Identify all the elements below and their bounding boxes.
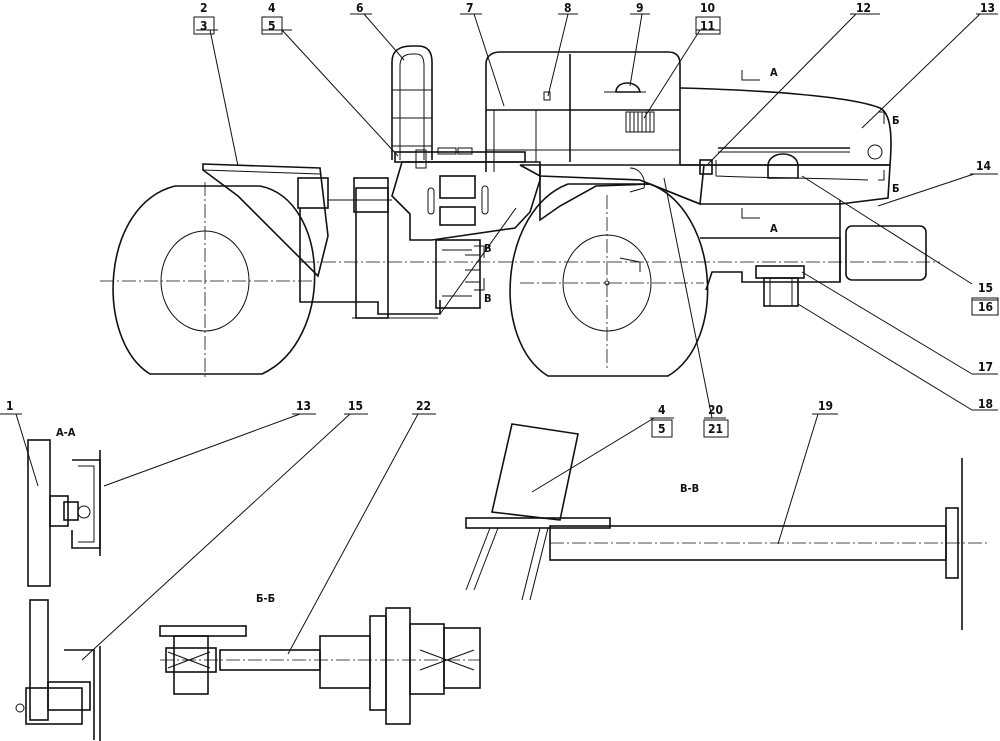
callout-4: 4 (268, 1, 276, 15)
callout-5: 5 (268, 19, 276, 33)
section-label-v-v: В-В (680, 482, 699, 495)
callout-16-box (971, 297, 999, 316)
section-label-a-a: А-А (56, 426, 76, 439)
exhaust-part-9 (604, 82, 646, 93)
marker-8 (543, 91, 551, 101)
callout-1: 1 (6, 399, 14, 413)
section-a-a-view (27, 439, 101, 587)
cut-mark-b-top: Б (892, 114, 900, 127)
callout-13: 13 (980, 1, 995, 15)
section-b-b-view (159, 607, 481, 725)
callout-labels: 2 3 4 5 6 7 8 9 10 11 12 13 14 15 16 17 … (6, 1, 999, 438)
fuel-tank-body-14 (519, 153, 891, 205)
cabin-lower-body (391, 161, 541, 309)
callout-5-section: 5 (658, 422, 666, 436)
bracket-17-18 (755, 265, 805, 307)
callout-11: 11 (700, 19, 715, 33)
lower-left-detail (15, 599, 101, 741)
callout-19: 19 (818, 399, 833, 413)
radiator-grille-10-11 (625, 111, 655, 133)
callout-5-box (261, 16, 283, 35)
ladder-handrail-6 (391, 45, 433, 160)
callout-7: 7 (466, 1, 474, 15)
section-label-b-b: Б-Б (256, 592, 275, 605)
callout-15: 15 (978, 281, 993, 295)
cut-mark-v-bottom: В (484, 292, 492, 305)
callout-13-section: 13 (296, 399, 311, 413)
callout-3-box (193, 16, 215, 35)
cut-mark-a-top: А (770, 66, 778, 79)
platform-deck-4-5 (394, 147, 526, 169)
section-labels: А-А Б-Б В-В А А Б Б В В (56, 66, 900, 605)
callout-21-box (703, 419, 729, 438)
cut-mark-v-top: В (484, 242, 492, 255)
callout-16: 16 (978, 300, 993, 314)
fender-2-3 (202, 163, 329, 278)
callout-20: 20 (708, 403, 723, 417)
callout-2: 2 (200, 1, 208, 15)
callout-21: 21 (708, 422, 723, 436)
callout-4-section: 4 (658, 403, 666, 417)
callout-10: 10 (700, 1, 715, 15)
callout-18: 18 (978, 397, 993, 411)
callout-5-section-box (651, 419, 673, 438)
rear-wheel-small (100, 182, 316, 378)
callout-14: 14 (976, 159, 992, 173)
callout-22: 22 (416, 399, 431, 413)
cab-roof-engine-hood-13 (679, 87, 892, 166)
callout-11-box (695, 16, 721, 35)
callout-17: 17 (978, 360, 993, 374)
callout-9: 9 (636, 1, 644, 15)
rear-frame-15-16 (300, 200, 940, 291)
section-v-v-view (465, 423, 990, 630)
cutting-plane-markers (474, 70, 885, 291)
callout-8: 8 (564, 1, 572, 15)
callout-6: 6 (356, 1, 364, 15)
cab-pillar-20-21 (539, 164, 705, 222)
cab-guard-rails-7 (485, 51, 681, 172)
cut-mark-b-bottom: Б (892, 182, 900, 195)
callout-leaders (0, 13, 998, 661)
big-front-wheel (509, 183, 709, 377)
callout-12: 12 (856, 1, 871, 15)
callout-15-section: 15 (348, 399, 363, 413)
cut-mark-a-bottom: А (770, 222, 778, 235)
callout-3: 3 (200, 19, 208, 33)
front-frame-axle (297, 177, 441, 319)
